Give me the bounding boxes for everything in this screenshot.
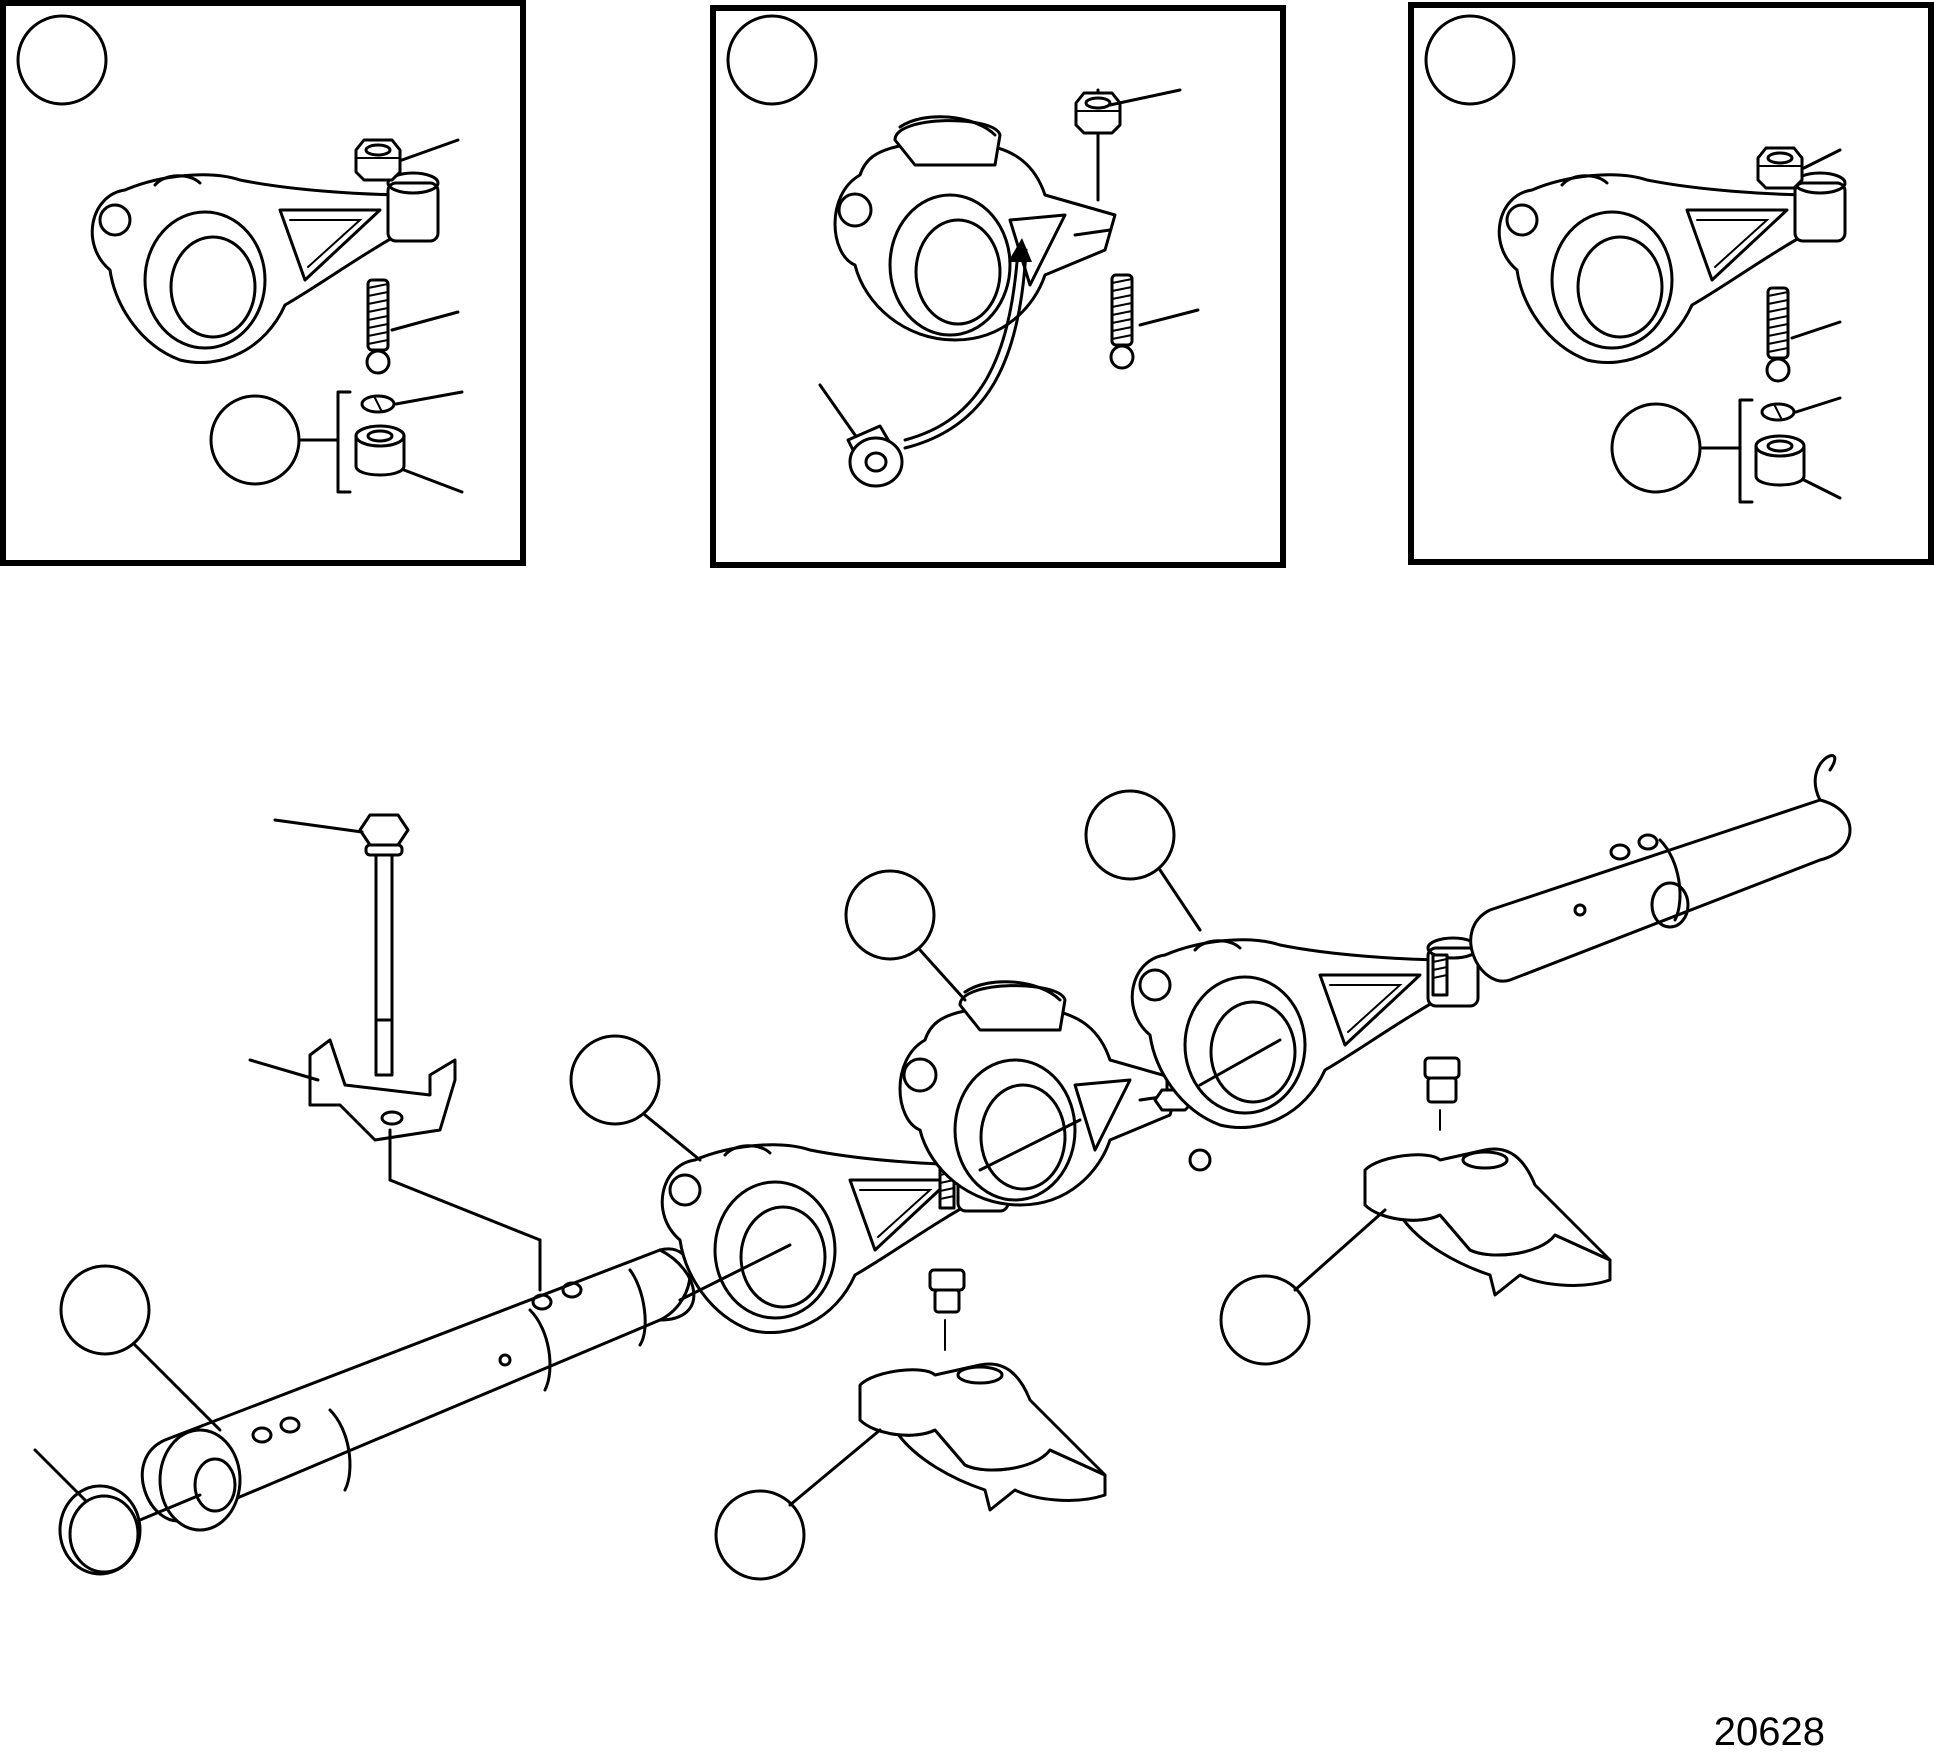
bracket-a	[336, 390, 352, 494]
callout-roller-main	[844, 869, 936, 961]
detail-panel-c	[1408, 2, 1934, 565]
leader-a-screw	[390, 310, 460, 332]
bolt-clip	[308, 1038, 457, 1142]
clip-ring-a	[360, 394, 396, 414]
callout-c-1	[1424, 14, 1516, 106]
bracket-c	[1738, 398, 1754, 504]
rocker-bridge-1	[858, 1362, 1107, 1512]
figure-number: 20628	[1714, 1710, 1825, 1754]
rocker-shaft-left	[140, 1247, 696, 1532]
callout-rocker-1	[569, 1034, 661, 1126]
clip-ring-c	[1760, 402, 1796, 422]
leader-c-screw	[1790, 320, 1842, 340]
adjuster-screw-b	[1109, 273, 1135, 370]
leader-b-screw	[1138, 308, 1200, 327]
ball-seat-a	[354, 424, 406, 477]
nut-a	[354, 138, 402, 182]
roller-rocker-arm-b	[833, 115, 1117, 342]
detail-panel-a	[0, 0, 526, 566]
rocker-arm-main-2	[1130, 936, 1480, 1130]
retaining-bolt	[358, 813, 410, 1077]
adjuster-screw-c	[1765, 286, 1791, 383]
callout-a-1	[16, 14, 108, 106]
callout-c-2	[1610, 402, 1702, 494]
callout-rocker-2	[1084, 789, 1176, 881]
callout-shaft-left	[59, 1264, 151, 1356]
nut-b	[1074, 91, 1122, 135]
ball-seat-c	[1754, 434, 1806, 487]
leader-a-nut	[400, 138, 460, 162]
rocker-arm-c	[1497, 171, 1847, 365]
rocker-shaft-right	[1469, 754, 1852, 983]
detail-panel-b	[710, 5, 1286, 568]
leader-c-cup	[1802, 478, 1842, 500]
main-assembly	[33, 754, 1852, 1581]
leader-c-ring	[1794, 396, 1842, 414]
end-plug	[58, 1484, 142, 1576]
adjuster-main-2	[1423, 953, 1461, 1104]
oil-path-arrow	[903, 248, 1020, 442]
callout-b-1	[726, 14, 818, 106]
rocker-bridge-2	[1363, 1147, 1612, 1297]
adjuster-screw-a	[365, 278, 391, 375]
callout-a-2	[209, 394, 301, 486]
leader-c-nut	[1802, 148, 1842, 170]
nut-c	[1756, 146, 1804, 190]
leader-b-nut	[1108, 88, 1182, 107]
arrow-head-icon	[1008, 238, 1032, 262]
oil-plug-b	[846, 424, 904, 488]
leader-b-plug	[818, 383, 857, 437]
leader-a-ring	[394, 390, 464, 406]
leader-a-cup	[402, 468, 464, 494]
